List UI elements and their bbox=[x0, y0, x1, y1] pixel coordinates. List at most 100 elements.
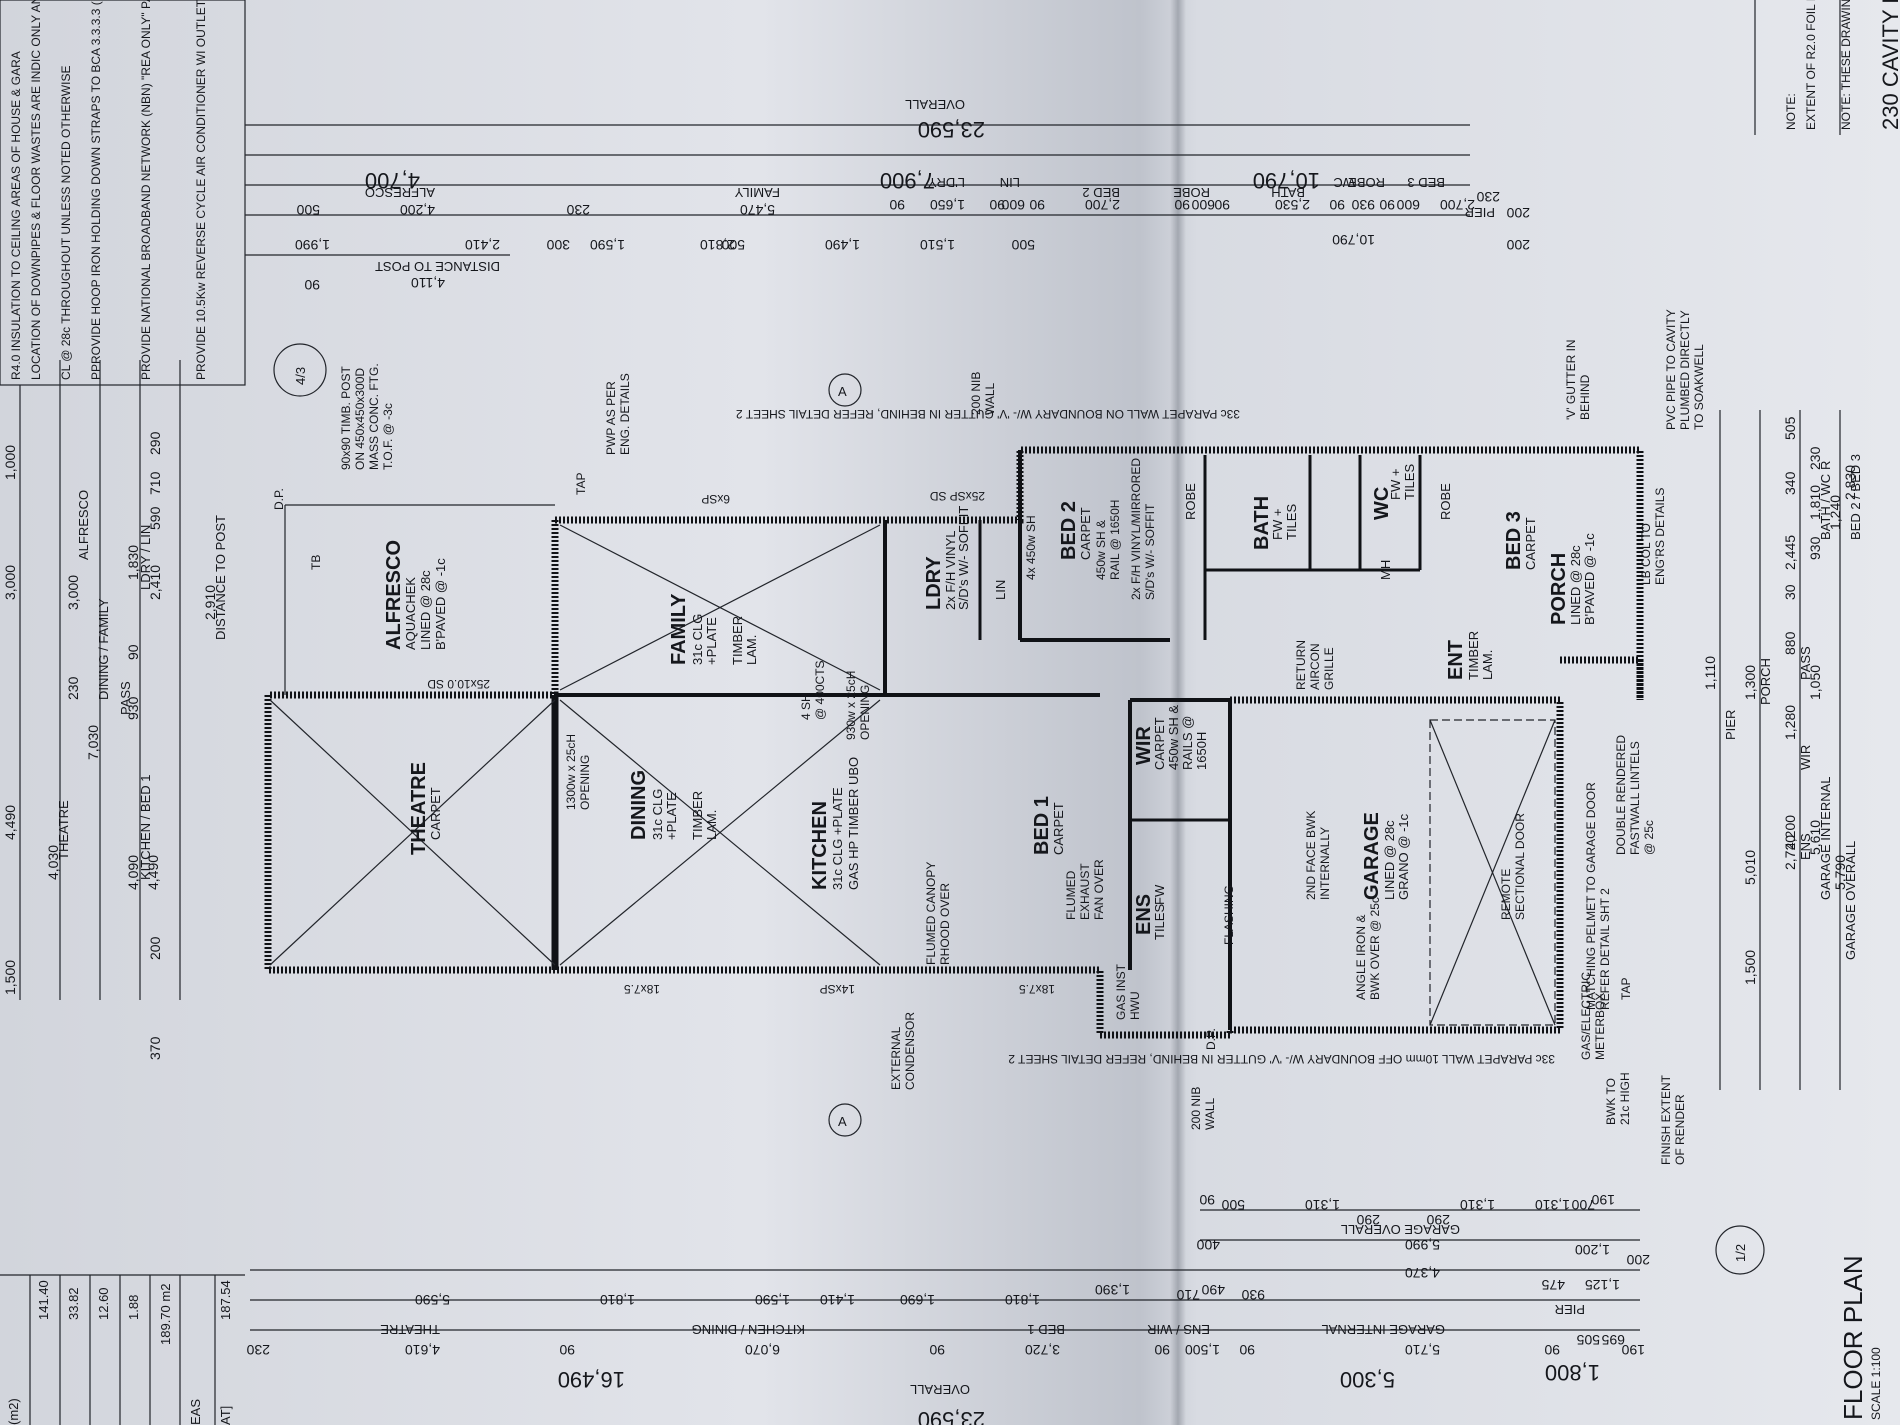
ann-gas-2: HWU bbox=[1128, 991, 1142, 1020]
room-bed2: BED 2 bbox=[1058, 501, 1080, 560]
section-marker-a-top[interactable]: A bbox=[828, 373, 862, 407]
alfresco-f3: B'PAVED @ -1c bbox=[433, 558, 448, 650]
top-row2-9: 90 bbox=[1029, 197, 1045, 213]
right-lbl-ens: ENS bbox=[1798, 833, 1813, 860]
bottom-lbl-garage: GARAGE INTERNAL bbox=[1321, 1322, 1445, 1337]
internal-walls bbox=[555, 450, 1422, 1030]
bottom-row3-4: 1,410 bbox=[820, 1292, 855, 1308]
ann-post-4: T.O.F. @ -3c bbox=[381, 403, 395, 470]
ann-pvc-3: TO SOAKWELL bbox=[1692, 344, 1706, 430]
wir-f2: 450w SH & bbox=[1166, 705, 1181, 770]
dining-f4: LAM. bbox=[704, 810, 719, 840]
ann-lintels-3: @ 25c bbox=[1642, 820, 1656, 855]
ann-return-2: AIRCON bbox=[1308, 643, 1322, 690]
room-theatre: THEATRE bbox=[408, 762, 430, 855]
garage-dim-12: 200 bbox=[1626, 1252, 1650, 1268]
ann-18x7-2: 18x7.5 bbox=[624, 982, 660, 996]
room-robe-2: ROBE bbox=[1438, 483, 1453, 520]
areas-table: (m2) 141.40 33.82 12.60 1.88 189.70 m2 E… bbox=[0, 1274, 245, 1425]
ann-450sh: 450w SH & bbox=[1094, 520, 1108, 580]
garage-dim-6: 290 bbox=[1426, 1212, 1450, 1228]
note-1: R4.0 INSULATION TO CEILING AREAS OF HOUS… bbox=[9, 51, 23, 380]
ann-lintels-1: DOUBLE RENDERED bbox=[1614, 735, 1628, 855]
area-header: EAS bbox=[188, 1399, 203, 1425]
ann-soffit: S/D's W/- SOFFIT bbox=[1143, 503, 1157, 600]
ann-tb: TB bbox=[309, 555, 323, 570]
ann-vgutter-1: 'V' GUTTER IN bbox=[1564, 339, 1578, 420]
ens-f1: FW bbox=[1152, 884, 1167, 905]
left-dim-1: 1,000 bbox=[2, 445, 18, 480]
left-row-7: 2,410 bbox=[147, 565, 163, 600]
notes-right: NOTE: EXTENT OF R2.0 FOIL INSULATION SHO… bbox=[1754, 0, 1900, 135]
top-row2-11: 90 bbox=[1174, 197, 1190, 213]
bottom-lbl-theatre: THEATRE bbox=[380, 1322, 440, 1337]
garage-dim-11: 1,200 bbox=[1575, 1242, 1610, 1258]
bottom-row2-12: 505 bbox=[1576, 1332, 1600, 1348]
top-row2-10: 2,700 bbox=[1085, 197, 1120, 213]
paper-fold bbox=[1170, 0, 1186, 1425]
bottom-row1-2: 5,300 bbox=[1340, 1367, 1395, 1392]
bottom-row2-10: 5,710 bbox=[1405, 1342, 1440, 1358]
note-r-3: NOTE: THESE DRAWINGS AR READ IN CONJUNCT… bbox=[1839, 0, 1853, 130]
room-family: FAMILY bbox=[668, 593, 690, 665]
ann-opening-1: 1300w x 25cH bbox=[564, 734, 578, 810]
family-f4: LAM. bbox=[744, 635, 759, 665]
ann-18x7: 18x7.5 bbox=[1019, 982, 1055, 996]
right-lbl-pier: PIER bbox=[1723, 710, 1738, 740]
left-lbl-theatre: THEATRE bbox=[56, 800, 71, 860]
section-marker-a-bottom[interactable]: A bbox=[828, 1103, 862, 1137]
top-lbl-bed3: BED 3 bbox=[1407, 175, 1445, 190]
ann-ext-1: EXTERNAL bbox=[889, 1026, 903, 1090]
top-row2-16: 930 bbox=[1351, 197, 1375, 213]
alfresco-f1: AQUACHEK bbox=[403, 577, 418, 650]
ann-finish-2: OF RENDER bbox=[1673, 1094, 1687, 1165]
room-kitchen: KITCHEN bbox=[809, 801, 831, 890]
garage-dim-3: 1,310 bbox=[1305, 1197, 1340, 1213]
room-ens: ENS bbox=[1133, 894, 1155, 935]
right-lbl-porch: PORCH bbox=[1758, 658, 1773, 705]
detail-ref-4-3[interactable]: 4/3 bbox=[273, 343, 327, 397]
top-post-label: DISTANCE TO POST bbox=[375, 259, 500, 274]
bottom-row2-2: 4,610 bbox=[405, 1342, 440, 1358]
top-row2-21: 200 bbox=[1506, 205, 1530, 221]
bottom-row3-1: 5,590 bbox=[415, 1292, 450, 1308]
ann-pelmet-1: MATCHING PELMET TO GARAGE DOOR bbox=[1584, 782, 1598, 1010]
area-unit: (m2) bbox=[6, 1398, 21, 1425]
top-row3-9: 500 bbox=[1011, 237, 1035, 253]
top-row2-19: 2,700 bbox=[1440, 197, 1475, 213]
right-row-6: 930 bbox=[1807, 536, 1823, 560]
bed3-finish: CARPET bbox=[1523, 517, 1538, 570]
ann-canopy-2: RHOOD OVER bbox=[938, 883, 952, 965]
ann-6xsp: 6xSP bbox=[701, 492, 730, 506]
ann-bwk-2: INTERNALLY bbox=[1318, 827, 1332, 900]
section-markers: A A 4/3 1/2 bbox=[273, 343, 1765, 1275]
top-row2-3: 230 bbox=[566, 202, 590, 218]
ceiling-lines bbox=[269, 504, 1556, 1026]
bottom-row2-7: 90 bbox=[1154, 1342, 1170, 1358]
ann-canopy-1: FLUMED CANOPY bbox=[924, 862, 938, 965]
bottom-row3-9: 490 bbox=[1201, 1282, 1225, 1298]
ann-flashing: FLASHING bbox=[1222, 885, 1236, 945]
bottom-row3-8: 710 bbox=[1176, 1287, 1200, 1303]
ann-return-1: RETURN bbox=[1294, 640, 1308, 690]
ann-nib-2: WALL bbox=[983, 382, 997, 415]
wc-f1: FW + bbox=[1388, 469, 1403, 500]
kitchen-f1: 31c CLG +PLATE bbox=[830, 787, 845, 890]
ann-flumed-1: FLUMED bbox=[1064, 870, 1078, 920]
room-wc: WC bbox=[1371, 487, 1393, 520]
bottom-row2-9: 90 bbox=[1239, 1342, 1255, 1358]
left-lbl-pass: PASS bbox=[118, 681, 133, 715]
top-lbl-robe2: ROBE bbox=[1348, 175, 1385, 190]
ann-parapet-bottom: 33c PARAPET WALL 10mm OFF BOUNDARY W/- '… bbox=[1008, 1052, 1555, 1066]
ann-bwk-1: 2ND FACE BWK bbox=[1304, 811, 1318, 900]
garage-dim-8: 700 bbox=[1571, 1197, 1595, 1213]
left-row-5: 4,490 bbox=[145, 855, 161, 890]
left-lbl-alfresco: ALFRESCO bbox=[76, 490, 91, 560]
right-row-16: 2,830 bbox=[1842, 465, 1858, 500]
detail-ref-1-2[interactable]: 1/2 bbox=[1715, 1225, 1765, 1275]
bottom-lbl-pier: PIER bbox=[1555, 1302, 1585, 1317]
ens-f2: TILES bbox=[1152, 904, 1167, 940]
top-lbl-family: FAMILY bbox=[734, 185, 780, 200]
ann-bwkto-2: 21c HIGH bbox=[1618, 1072, 1632, 1125]
